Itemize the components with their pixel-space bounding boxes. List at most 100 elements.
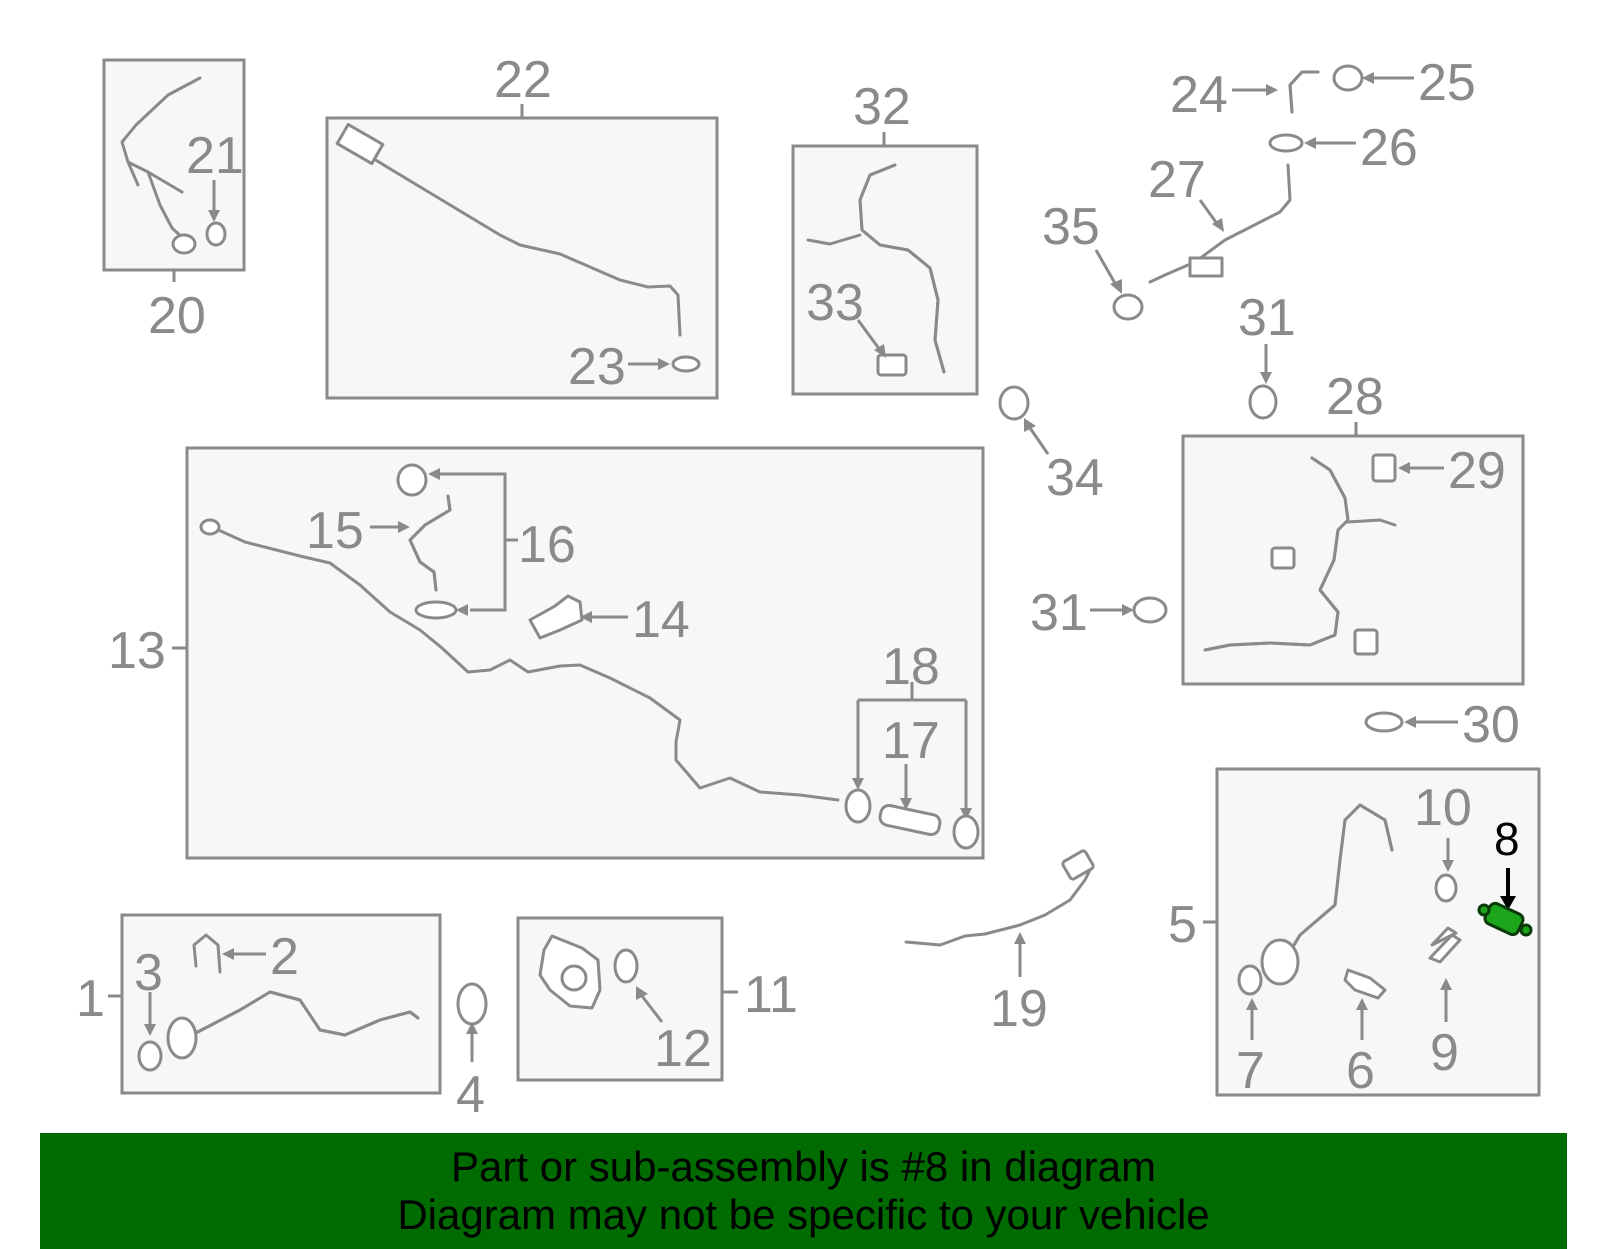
part-22-pipe bbox=[344, 140, 682, 337]
callout-18: 18 bbox=[882, 638, 940, 696]
arrow-9 bbox=[1440, 978, 1452, 990]
arrow-35 bbox=[1110, 279, 1122, 294]
box-13 bbox=[185, 446, 985, 860]
callout-20: 20 bbox=[148, 287, 206, 345]
callout-31-top: 31 bbox=[1238, 289, 1296, 347]
part-16-clamp-bottom bbox=[414, 600, 458, 620]
box-28 bbox=[1181, 434, 1525, 686]
part-6-clip bbox=[1343, 968, 1387, 1000]
callout-14: 14 bbox=[632, 591, 690, 649]
callout-8: 8 bbox=[1494, 813, 1520, 865]
callout-2: 2 bbox=[270, 928, 299, 986]
arrow-26 bbox=[1304, 137, 1316, 149]
arrow-29 bbox=[1398, 462, 1410, 474]
part-3-oring bbox=[137, 1040, 163, 1072]
arrow-24 bbox=[1266, 84, 1278, 96]
part-18-clamp-left bbox=[844, 788, 872, 824]
callout-25: 25 bbox=[1418, 54, 1476, 112]
part-13-fitting bbox=[199, 518, 221, 536]
group-5: 5 7 6 10 9 8 bbox=[1168, 767, 1541, 1100]
part-8-highlighted[interactable] bbox=[1477, 901, 1533, 937]
part-8-end-left bbox=[1477, 903, 1491, 917]
part-20-fitting bbox=[171, 233, 197, 255]
arrow-18-left bbox=[852, 778, 864, 790]
callout-35: 35 bbox=[1042, 198, 1100, 256]
arrow-4 bbox=[466, 1022, 478, 1034]
part-33-clip bbox=[876, 353, 908, 377]
group-4: 4 bbox=[456, 982, 488, 1124]
part-2-clip bbox=[192, 933, 222, 974]
part-28-clip-b bbox=[1353, 628, 1379, 656]
arrow-6 bbox=[1356, 998, 1368, 1010]
part-16-clamp-top bbox=[396, 463, 428, 497]
box-5 bbox=[1215, 767, 1541, 1097]
group-28: 31 28 29 31 30 bbox=[1030, 289, 1525, 754]
group-20: 21 20 bbox=[102, 58, 246, 345]
arrow-25 bbox=[1362, 72, 1374, 84]
callout-3: 3 bbox=[134, 944, 163, 1002]
callout-6: 6 bbox=[1346, 1042, 1375, 1100]
part-30-clamp bbox=[1364, 711, 1404, 733]
arrow-19 bbox=[1014, 932, 1026, 944]
part-32-branch bbox=[806, 233, 862, 246]
part-28-branch bbox=[1346, 518, 1397, 527]
callout-21: 21 bbox=[186, 127, 244, 185]
part-35-clamp bbox=[1112, 293, 1144, 321]
callout-26: 26 bbox=[1360, 119, 1418, 177]
group-13: 13 15 16 14 18 17 bbox=[108, 446, 985, 860]
banner-line-2: Diagram may not be specific to your vehi… bbox=[397, 1191, 1210, 1238]
callout-30: 30 bbox=[1462, 696, 1520, 754]
part-1-hose-inner bbox=[188, 990, 420, 1038]
arrow-14 bbox=[580, 611, 592, 623]
lead-34 bbox=[1028, 427, 1050, 455]
callout-32: 32 bbox=[853, 78, 911, 136]
callout-9: 9 bbox=[1430, 1024, 1459, 1082]
part-27-bracket bbox=[1188, 256, 1224, 278]
part-31-clamp-top bbox=[1248, 384, 1278, 420]
part-15-hose-inner bbox=[408, 494, 452, 592]
part-11-port bbox=[560, 964, 588, 992]
box-22 bbox=[325, 116, 719, 400]
part-1-end bbox=[166, 1016, 198, 1060]
part-7-oring bbox=[1237, 964, 1263, 996]
part-28-hose-inner bbox=[1203, 456, 1350, 652]
arrow-31a bbox=[1260, 372, 1272, 384]
lead-35 bbox=[1094, 249, 1118, 286]
part-23-oring bbox=[671, 355, 701, 373]
arrow-30 bbox=[1404, 716, 1416, 728]
callout-13: 13 bbox=[108, 622, 166, 680]
part-24-hose-inner bbox=[1288, 70, 1320, 114]
part-32-hose-inner bbox=[858, 163, 946, 374]
part-10-oring bbox=[1434, 873, 1458, 903]
part-17-sleeve bbox=[878, 803, 942, 837]
box-1 bbox=[120, 913, 442, 1095]
callout-19: 19 bbox=[990, 980, 1048, 1038]
group-32: 32 33 bbox=[791, 78, 979, 396]
banner-line-1: Part or sub-assembly is #8 in diagram bbox=[451, 1143, 1156, 1190]
lead-18-bracket bbox=[856, 682, 968, 810]
lead-16-bracket bbox=[438, 472, 518, 612]
callout-27: 27 bbox=[1148, 151, 1206, 209]
part-5-end bbox=[1260, 938, 1300, 986]
callout-33: 33 bbox=[806, 274, 864, 332]
callout-16: 16 bbox=[518, 516, 576, 574]
part-4-clamp bbox=[456, 982, 488, 1026]
arrow-7 bbox=[1246, 998, 1258, 1010]
callout-28: 28 bbox=[1326, 368, 1384, 426]
callout-5: 5 bbox=[1168, 896, 1197, 954]
arrow-27 bbox=[1212, 218, 1224, 232]
part-9-clip bbox=[1428, 926, 1462, 964]
part-18-clamp-right bbox=[952, 814, 980, 850]
part-29-clip bbox=[1371, 453, 1397, 483]
arrow-8 bbox=[1500, 896, 1516, 910]
arrow-15 bbox=[398, 521, 410, 533]
callout-4: 4 bbox=[456, 1066, 485, 1124]
group-24-27: 24 25 26 27 35 34 bbox=[998, 54, 1476, 507]
arrow-2 bbox=[222, 948, 234, 960]
part-12-gasket bbox=[613, 948, 639, 984]
callout-12: 12 bbox=[654, 1020, 712, 1078]
part-19-fitting bbox=[1061, 849, 1095, 881]
part-25-clamp bbox=[1332, 64, 1364, 92]
callout-31-side: 31 bbox=[1030, 584, 1088, 642]
